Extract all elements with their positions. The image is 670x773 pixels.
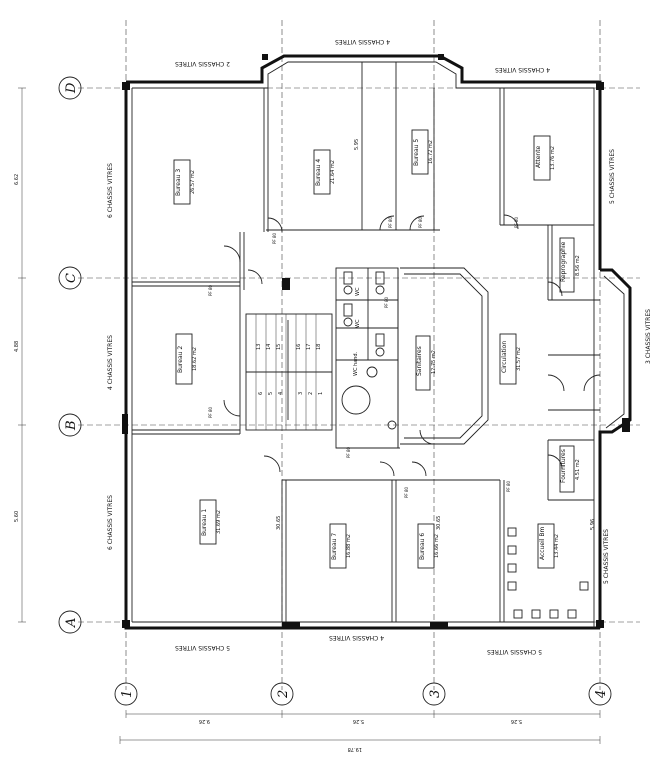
- stair-step-18: 18: [316, 344, 322, 350]
- stair-step-3: 3: [298, 392, 304, 395]
- room-name-sanitaires: Sanitaires: [416, 346, 423, 376]
- window-label-right-top: 5 CHASSIS VITRES: [609, 149, 616, 204]
- grid-number-1: 1: [120, 690, 135, 698]
- room-area-bureau-5: 16.72 m2: [428, 140, 434, 164]
- room-name-attente: Attente: [535, 145, 542, 168]
- dim-left-1: 6.62: [14, 174, 20, 185]
- dim-bottom-2: 5.26: [353, 718, 364, 724]
- stair-step-17: 17: [306, 344, 312, 350]
- room-name-accueil: Accueil Bm: [539, 527, 546, 560]
- wall-dim-3: 5.96: [590, 519, 596, 530]
- window-label-left-top: 6 CHASSIS VITRES: [107, 163, 114, 218]
- room-name-bureau-5: Bureau 5: [413, 139, 420, 166]
- structural-posts: [122, 54, 630, 629]
- staircase: 1 2 3 4 5 6 13 14 15 16 17 18: [245, 313, 333, 431]
- room-area-fournitures: 4.51 m2: [575, 459, 581, 480]
- room-area-bureau-1: 31.69 m2: [216, 510, 222, 534]
- door-label-9: PF 80: [506, 480, 511, 492]
- door-labels: PF 80 PF 80 PF 80 PF 80 PF 80 PF 80 PF 8…: [208, 216, 519, 498]
- room-area-circulation: 31.57 m2: [516, 347, 522, 371]
- wall-dim-2: 30.65: [276, 516, 282, 530]
- stair-step-5: 5: [268, 392, 274, 395]
- interior-walls: [132, 62, 600, 622]
- door-label-2: PF 80: [418, 216, 423, 228]
- room-area-bureau-2: 18.62 m2: [192, 347, 198, 371]
- window-label-right-bottom: 5 CHASSIS VITRES: [603, 529, 610, 584]
- dim-left-3: 5.60: [14, 511, 20, 522]
- stair-step-6: 6: [258, 392, 264, 395]
- room-name-circulation: Circulation: [501, 341, 508, 373]
- grid-number-4: 4: [594, 690, 609, 699]
- dim-bottom-3: 5.26: [511, 718, 522, 724]
- door-label-10: PF 80: [384, 296, 389, 308]
- window-label-right-mid: 3 CHASSIS VITRES: [645, 309, 652, 364]
- door-label-5: PF 80: [208, 284, 213, 296]
- wall-dimensions: 5.95 30.65 5.96 30.65: [276, 139, 596, 530]
- window-labels: 4 CHASSIS VITRES 2 CHASSIS VITRES 4 CHAS…: [107, 38, 652, 655]
- wc-label-1: WC: [355, 287, 361, 296]
- grid-bubbles-letters: D C B A: [58, 76, 82, 634]
- grid-letter-b: B: [64, 420, 79, 431]
- dim-bottom-1: 9.26: [199, 718, 210, 724]
- window-label-bottom-left: 5 CHASSIS VITRES: [175, 644, 230, 651]
- grid-bubbles-numbers: 1 2 3 4: [114, 682, 612, 706]
- reception-chairs: [507, 527, 589, 619]
- dim-left-2: 4.88: [14, 341, 20, 352]
- room-labels: Bureau 3 26.57 m2 Bureau 4 21.64 m2 Bure…: [173, 129, 581, 569]
- wall-dim-1: 5.95: [354, 139, 360, 150]
- door-label-1: PF 80: [388, 216, 393, 228]
- door-label-4: PF 80: [272, 232, 277, 244]
- room-area-bureau-6: 16.66 m2: [434, 534, 440, 558]
- grid-letter-a: A: [64, 618, 79, 628]
- stair-step-16: 16: [296, 344, 302, 350]
- room-area-attente: 13.76 m2: [550, 146, 556, 170]
- window-label-left-bottom: 6 CHASSIS VITRES: [107, 495, 114, 550]
- room-name-bureau-1: Bureau 1: [201, 509, 208, 536]
- window-label-top-right: 4 CHASSIS VITRES: [495, 66, 550, 73]
- grid-letter-c: C: [64, 273, 79, 283]
- room-area-bureau-4: 21.64 m2: [330, 160, 336, 184]
- dimension-lines: 6.62 4.88 5.60 9.26 5.26 5.26 19.78: [14, 87, 601, 752]
- stair-step-13: 13: [256, 344, 262, 350]
- grid-number-3: 3: [428, 690, 443, 698]
- wall-dim-4: 30.65: [436, 516, 442, 530]
- stair-step-4: 4: [278, 392, 284, 395]
- room-name-bureau-6: Bureau 6: [419, 533, 426, 560]
- door-label-8: PF 80: [404, 486, 409, 498]
- door-label-6: PF 80: [208, 406, 213, 418]
- window-label-top-left: 2 CHASSIS VITRES: [175, 60, 230, 67]
- sanitary-fixtures: WC WC WC hand.: [341, 271, 397, 430]
- room-name-bureau-2: Bureau 2: [177, 346, 184, 373]
- window-label-bottom-right: 5 CHASSIS VITRES: [487, 648, 542, 655]
- door-label-7: PF 80: [346, 446, 351, 458]
- room-area-bureau-7: 16.88 m2: [346, 534, 352, 558]
- room-name-fournitures: Fournitures: [560, 449, 567, 483]
- stair-step-14: 14: [266, 344, 272, 350]
- stair-step-15: 15: [276, 344, 282, 350]
- wc-label-2: WC: [355, 319, 361, 328]
- stair-step-1: 1: [318, 392, 324, 395]
- grid-letter-d: D: [64, 82, 79, 94]
- dim-bottom-total: 19.78: [348, 746, 362, 752]
- room-name-reprographie: Reprographie: [560, 241, 567, 282]
- room-name-bureau-7: Bureau 7: [331, 533, 338, 560]
- door-label-3: PF 80: [514, 216, 519, 228]
- room-area-reprographie: 8.56 m2: [575, 255, 581, 276]
- window-label-top-main: 4 CHASSIS VITRES: [335, 38, 390, 45]
- stair-step-2: 2: [308, 392, 314, 395]
- room-area-accueil: 13.44 m2: [554, 534, 560, 558]
- grid-number-2: 2: [276, 690, 291, 699]
- window-label-bottom-mid: 4 CHASSIS VITRES: [329, 634, 384, 641]
- room-name-bureau-4: Bureau 4: [315, 159, 322, 186]
- room-area-sanitaires: 12.75 m2: [431, 350, 437, 374]
- window-label-left-mid: 4 CHASSIS VITRES: [107, 335, 114, 390]
- door-swings: [223, 214, 601, 477]
- room-name-bureau-3: Bureau 3: [175, 169, 182, 196]
- wc-label-3: WC hand.: [353, 351, 359, 376]
- room-area-bureau-3: 26.57 m2: [190, 170, 196, 194]
